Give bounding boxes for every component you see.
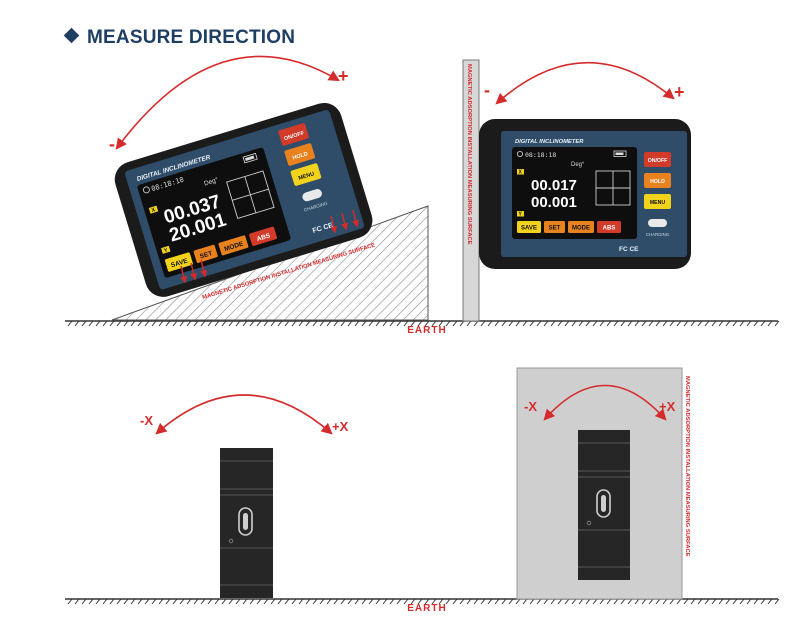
mode-button[interactable] xyxy=(218,235,249,256)
save-button[interactable] xyxy=(164,252,194,272)
unit-label: Deg° xyxy=(571,162,585,168)
hold-button-label: HOLD xyxy=(292,151,309,161)
plus-x-label-left: +X xyxy=(332,419,349,434)
usb-port-icon xyxy=(238,507,253,536)
menu-button[interactable] xyxy=(290,163,322,186)
charging-port xyxy=(648,219,667,227)
axis-y-label: Y xyxy=(519,212,523,218)
earth-label-bottom: EARTH xyxy=(407,603,446,614)
menu-button[interactable] xyxy=(644,194,671,209)
minus-x-label-left: -X xyxy=(140,413,153,428)
section-heading: MEASURE DIRECTION xyxy=(63,27,296,49)
certification-marks: FC CE xyxy=(619,246,639,253)
surface-label-vertical: MAGNETIC ADSORPTION INSTALLATION MEASURI… xyxy=(466,64,472,245)
battery-icon xyxy=(242,152,258,164)
device-side-view-right xyxy=(578,430,630,580)
minus-sign-vertical: - xyxy=(484,80,490,100)
plus-sign-tilted: + xyxy=(338,66,349,86)
axis-x-badge xyxy=(148,205,159,214)
plus-sign-vertical: + xyxy=(674,82,685,102)
device-screen xyxy=(512,147,637,239)
menu-button-label: MENU xyxy=(650,200,666,206)
device-vertical: DIGITAL INCLINOMETER 08:18:18 Deg° X 00.… xyxy=(479,119,691,269)
minus-sign-tilted: - xyxy=(109,134,115,154)
on-off-button-label: ON/OFF xyxy=(648,158,668,164)
reading-1: 00.017 xyxy=(531,177,577,194)
axis-x-label: X xyxy=(519,170,523,176)
rotation-arc-tilted xyxy=(115,55,340,150)
on-off-button[interactable] xyxy=(644,152,671,167)
mode-button-label: MODE xyxy=(572,226,590,232)
time-readout: 08:18:18 xyxy=(525,151,556,159)
contact-arrows-tilted xyxy=(180,209,360,284)
rotation-arc-side-right xyxy=(543,384,667,421)
device-side-view-left xyxy=(220,448,273,598)
charging-label: CHARGING xyxy=(646,232,670,237)
plus-x-label-right: +X xyxy=(659,399,676,414)
earth-ground-top xyxy=(65,320,780,327)
clock-icon xyxy=(143,186,150,194)
save-button-label: SAVE xyxy=(170,257,189,269)
crosshair-grid xyxy=(226,170,275,219)
usb-port-icon xyxy=(596,489,611,518)
axis-x-badge xyxy=(517,169,524,175)
battery-icon xyxy=(613,150,627,157)
clock-icon xyxy=(517,151,524,158)
axis-x-label: X xyxy=(151,207,157,214)
save-button[interactable] xyxy=(517,221,541,233)
axis-y-badge xyxy=(161,245,171,254)
set-button-label: SET xyxy=(199,250,213,260)
heading-text: MEASURE DIRECTION xyxy=(87,27,296,48)
charging-port xyxy=(302,189,322,202)
save-button-label: SAVE xyxy=(521,226,537,232)
abs-button[interactable] xyxy=(597,221,621,233)
hold-button-label: HOLD xyxy=(650,179,665,185)
earth-label-top: EARTH xyxy=(407,325,446,336)
rotation-arc-side-left xyxy=(155,394,333,435)
hold-button[interactable] xyxy=(644,173,671,188)
abs-button-label: ABS xyxy=(603,226,616,232)
menu-button-label: MENU xyxy=(298,171,315,181)
axis-y-badge xyxy=(517,211,524,217)
axis-y-label: Y xyxy=(163,247,169,254)
set-button-label: SET xyxy=(549,226,561,232)
abs-button-label: ABS xyxy=(256,232,272,243)
surface-label-wall: MAGNETIC ADSORPTION INSTALLATION MEASURI… xyxy=(684,376,690,557)
minus-x-label-right: -X xyxy=(524,399,537,414)
set-button[interactable] xyxy=(544,221,565,233)
earth-ground-bottom xyxy=(65,598,780,605)
set-button[interactable] xyxy=(193,244,218,263)
abs-button[interactable] xyxy=(249,226,278,246)
crosshair-grid xyxy=(595,170,631,206)
reading-2: 00.001 xyxy=(531,194,577,211)
mode-button[interactable] xyxy=(568,221,594,233)
device-brand: DIGITAL INCLINOMETER xyxy=(515,139,584,145)
rotation-arc-vertical xyxy=(495,61,675,105)
